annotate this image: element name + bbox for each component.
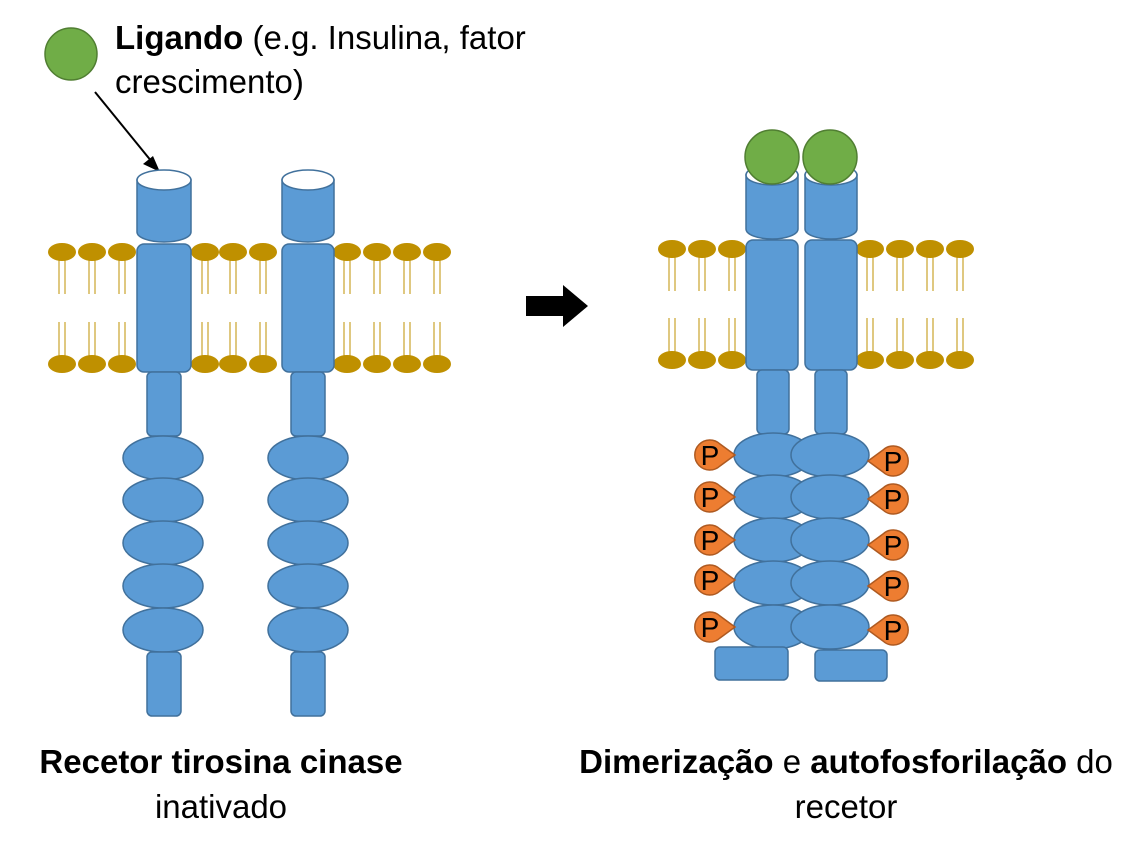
phosphate-left-1: P — [694, 439, 737, 471]
phosphate-label: P — [701, 482, 720, 513]
phosphate-label: P — [701, 612, 720, 643]
phosphate-left-3: P — [694, 524, 737, 556]
right-caption-line2: recetor — [794, 788, 898, 825]
phosphate-left-5: P — [694, 611, 737, 643]
phosphate-label: P — [884, 530, 903, 561]
phosphate-left-2: P — [694, 481, 737, 513]
phosphate-left-4: P — [694, 564, 737, 596]
phosphate-right-2: P — [866, 483, 909, 515]
phosphate-label: P — [701, 440, 720, 471]
phosphate-right-1: P — [866, 445, 909, 477]
process-arrow — [526, 285, 588, 327]
ligand-label-rest: (e.g. Insulina, fator — [243, 19, 526, 56]
ligand-label-bold: Ligando — [115, 19, 244, 56]
bound-ligand-1 — [744, 129, 800, 185]
left-membrane — [47, 242, 452, 374]
phosphate-label: P — [701, 565, 720, 596]
receptor-dimer-upper — [745, 164, 858, 435]
ligand-label-line2: crescimento) — [115, 63, 304, 100]
phosphate-right-5: P — [866, 614, 909, 646]
phosphate-right-4: P — [866, 570, 909, 602]
right-caption-line1: Dimerização e autofosforilação do — [560, 742, 1132, 782]
phosphate-label: P — [701, 525, 720, 556]
left-caption-subtitle: inativado — [154, 788, 288, 825]
receptor-monomer-left-1 — [122, 169, 204, 717]
receptor-monomer-left-2 — [267, 169, 349, 717]
phosphate-right-3: P — [866, 529, 909, 561]
ligand-pointer-arrow — [94, 91, 160, 172]
left-caption-title: Recetor tirosina cinase — [39, 743, 403, 780]
right-caption-dimerizacao: Dimerização — [579, 743, 774, 780]
phosphate-label: P — [884, 484, 903, 515]
bound-ligand-2 — [802, 129, 858, 185]
ligand-circle — [44, 27, 98, 81]
receptor-dimer-kinase-right — [790, 432, 888, 682]
phosphate-label: P — [884, 446, 903, 477]
right-caption-e: e — [773, 743, 811, 780]
phosphate-label: P — [884, 571, 903, 602]
phosphate-label: P — [884, 615, 903, 646]
ligand-label-line1: Ligando (e.g. Insulina, fator — [115, 18, 526, 58]
right-caption-do: do — [1066, 743, 1113, 780]
receptor-dimer-kinase-left — [714, 432, 813, 681]
right-caption-autofosforilacao: autofosforilação — [810, 743, 1067, 780]
